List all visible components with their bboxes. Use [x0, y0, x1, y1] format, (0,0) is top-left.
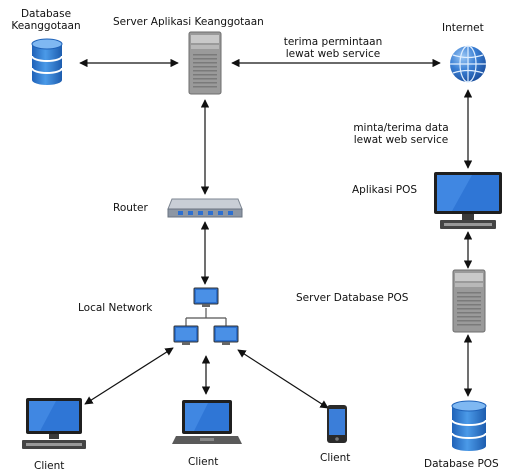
desktop-monitor-icon [434, 172, 502, 229]
edge-label-terima-permintaan: terima permintaan lewat web service [283, 36, 383, 60]
database-pos-label: Database POS [424, 458, 499, 470]
database-icon [451, 400, 487, 451]
globe-icon [450, 45, 486, 83]
server-tower-icon [452, 269, 486, 333]
network-icon [173, 287, 239, 345]
local-network-label: Local Network [78, 302, 153, 314]
server-database-pos-label: Server Database POS [296, 292, 409, 304]
server-tower-icon [188, 31, 222, 95]
smartphone-icon [327, 405, 347, 443]
client-mobile-label: Client [320, 452, 351, 464]
internet-label: Internet [442, 22, 484, 34]
edge-network-client-desktop [84, 347, 174, 405]
edge-network-client-mobile [237, 349, 329, 409]
database-keanggotaan-label: Database Keanggotaan [11, 8, 81, 32]
client-desktop-label: Client [34, 460, 65, 472]
router-icon [167, 198, 243, 218]
aplikasi-pos-label: Aplikasi POS [352, 184, 417, 196]
client-laptop-label: Client [188, 456, 219, 468]
server-aplikasi-label: Server Aplikasi Keanggotaan [113, 16, 264, 28]
desktop-monitor-icon [22, 398, 86, 449]
edge-label-minta-terima: minta/terima data lewat web service [353, 122, 449, 146]
router-label: Router [113, 202, 148, 214]
database-icon [31, 38, 63, 85]
laptop-icon [172, 400, 242, 444]
